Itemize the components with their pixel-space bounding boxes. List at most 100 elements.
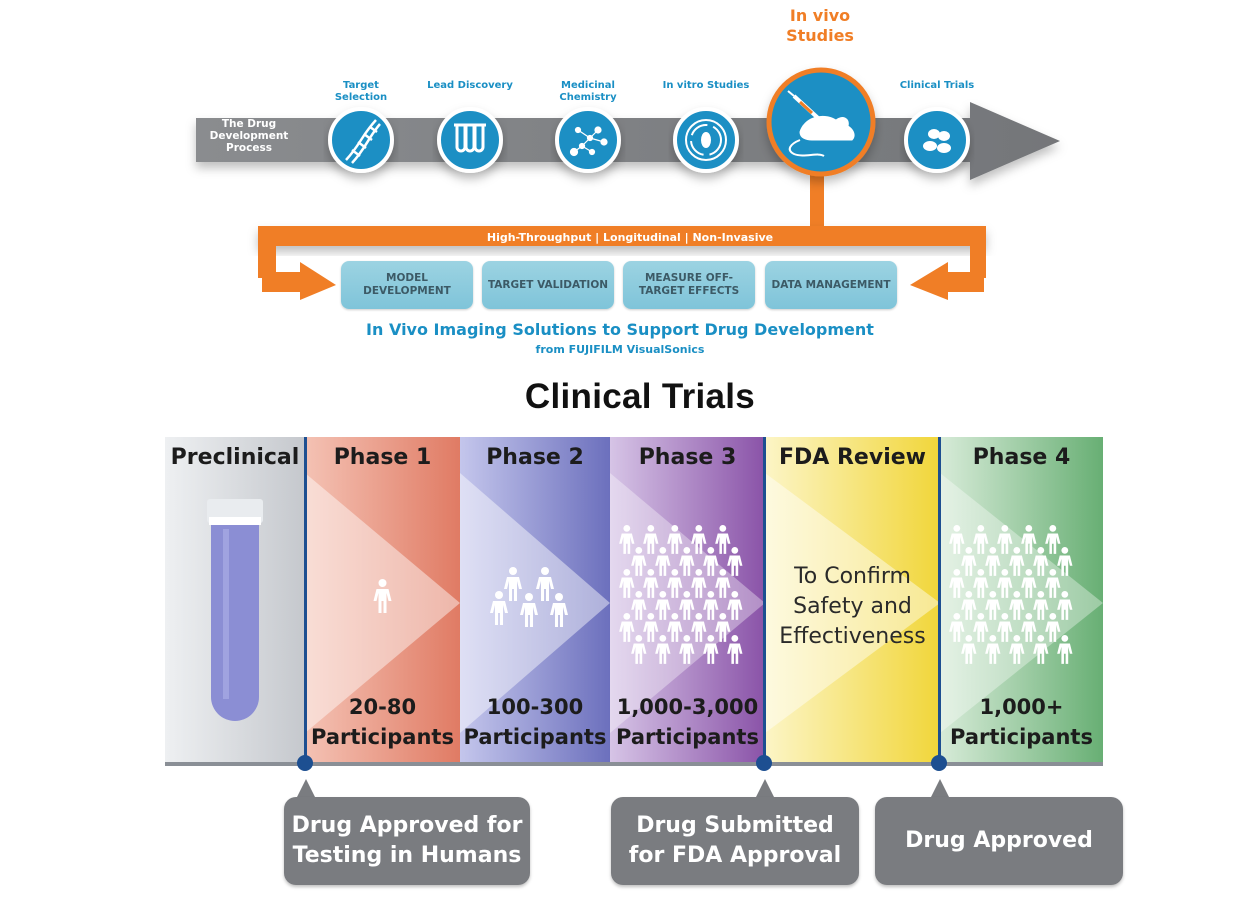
imaging-attributes: High-Throughput | Longitudinal | Non-Inv… [486, 231, 774, 244]
milestone-marker [756, 755, 772, 771]
person-figure [655, 635, 671, 664]
timeline-divider [938, 437, 941, 764]
timeline-divider [304, 437, 307, 764]
person-figure [1033, 591, 1049, 620]
step-circle-in-vitro-studies [673, 107, 739, 173]
milestone-marker [931, 755, 947, 771]
fda-review-purpose: To Confirm Safety and Effectiveness [779, 564, 926, 649]
person-figure [631, 547, 647, 576]
step-circle-clinical-trials [904, 107, 970, 173]
callout-pointer [930, 779, 950, 799]
step-circle-lead-discovery [437, 107, 503, 173]
person-figure [703, 635, 719, 664]
column-heading: Phase 2 [486, 445, 584, 470]
person-figure [961, 635, 977, 664]
person-figure [667, 613, 683, 642]
person-figure [961, 547, 977, 576]
person-figure [1021, 613, 1037, 642]
person-figure [1057, 547, 1073, 576]
column-heading: FDA Review [779, 445, 926, 470]
callout-pointer [296, 779, 316, 799]
person-figure [1045, 569, 1061, 598]
people-icon [619, 525, 743, 664]
person-figure [691, 613, 707, 642]
step-circle-medicinal-chemistry [555, 107, 621, 173]
box-model-development: MODEL DEVELOPMENT [341, 261, 473, 309]
person-figure [679, 547, 695, 576]
person-figure [985, 547, 1001, 576]
step-label-target-selection: Target Selection [334, 80, 388, 103]
person-figure [1009, 635, 1025, 664]
tagline-sub: from FUJIFILM VisualSonics [535, 343, 705, 356]
mouse-syringe-icon [787, 90, 855, 157]
person-figure [715, 569, 731, 598]
person-figure [619, 525, 635, 554]
person-figure [997, 525, 1013, 554]
person-figure [1057, 635, 1073, 664]
test-tubes-icon [454, 123, 486, 153]
person-figure [643, 613, 659, 642]
person-figure [985, 635, 1001, 664]
person-figure [1009, 547, 1025, 576]
person-figure [997, 613, 1013, 642]
step-label-in-vitro-studies: In vitro Studies [662, 80, 750, 91]
orange-bracket [258, 170, 986, 300]
column-heading: Phase 4 [972, 445, 1071, 470]
person-figure [1057, 591, 1073, 620]
person-figure [973, 569, 989, 598]
molecule-icon [569, 126, 608, 157]
step-label-clinical-trials: Clinical Trials [899, 80, 975, 91]
pills-icon [923, 129, 951, 153]
person-figure [679, 591, 695, 620]
person-figure [655, 547, 671, 576]
column-fda-review: FDA Review To Confirm Safety and Effecti… [765, 437, 940, 762]
person-figure [631, 635, 647, 664]
box-off-target-effects: MEASURE OFF-TARGET EFFECTS [623, 261, 755, 309]
test-tube-icon [207, 499, 263, 721]
milestone-callout-drug-approved: Drug Approved [875, 797, 1123, 885]
box-target-validation: TARGET VALIDATION [482, 261, 614, 309]
person-figure [727, 635, 743, 664]
person-figure [619, 569, 635, 598]
person-figure [727, 591, 743, 620]
person-figure [655, 591, 671, 620]
people-icon [373, 579, 392, 613]
process-start-label: The Drug Development Process [209, 118, 289, 154]
column-preclinical: Preclinical [165, 437, 305, 762]
petri-dish-icon [685, 119, 727, 161]
dna-icon [345, 119, 381, 164]
person-figure [631, 591, 647, 620]
timeline-baseline [165, 762, 1103, 766]
person-figure [727, 547, 743, 576]
person-figure [949, 569, 965, 598]
person-figure [715, 525, 731, 554]
people-icon [949, 525, 1073, 664]
person-figure [667, 525, 683, 554]
timeline-divider [763, 437, 766, 764]
person-figure [703, 547, 719, 576]
person-figure [691, 569, 707, 598]
person-figure [1009, 591, 1025, 620]
person-figure [373, 579, 392, 613]
person-figure [550, 593, 568, 627]
person-figure [490, 591, 508, 625]
column-heading: Phase 1 [333, 445, 432, 470]
highlight-step-title: In vivo Studies [786, 6, 854, 45]
person-figure [985, 591, 1001, 620]
column-phase-4: Phase 4 1,000+Participants [940, 437, 1103, 762]
column-heading: Preclinical [170, 445, 300, 470]
person-figure [667, 569, 683, 598]
person-figure [961, 591, 977, 620]
people-icon [490, 567, 568, 627]
person-figure [973, 525, 989, 554]
step-circle-in-vivo-studies [766, 67, 876, 177]
person-figure [504, 567, 522, 601]
box-data-management: DATA MANAGEMENT [765, 261, 897, 309]
tagline: In Vivo Imaging Solutions to Support Dru… [366, 320, 874, 339]
